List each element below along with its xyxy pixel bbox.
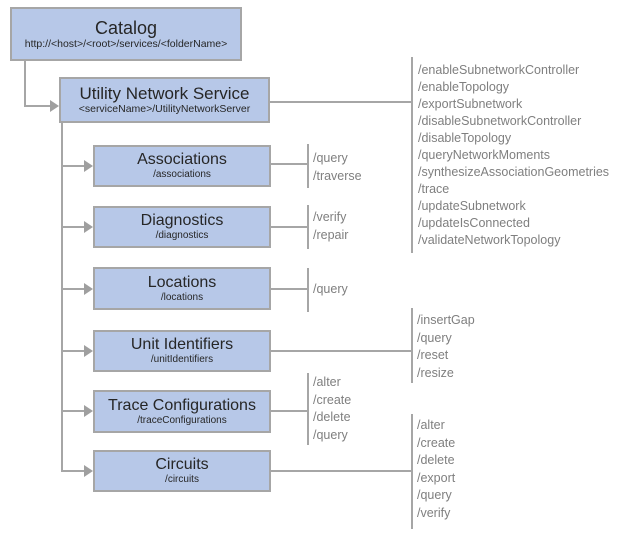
- operation-item: /query: [313, 151, 348, 165]
- circuits-path: /circuits: [165, 474, 199, 486]
- diagnostics-path: /diagnostics: [155, 230, 209, 242]
- circuits-operations-list: /alter /create /delete /export /query /v…: [417, 417, 455, 522]
- arrow-right-icon: [84, 345, 93, 357]
- trace-configurations-path: /traceConfigurations: [137, 414, 227, 426]
- operation-item: /verify: [313, 210, 347, 224]
- operation-item: /alter: [313, 375, 341, 389]
- arrow-right-icon: [84, 221, 93, 233]
- service-operations-list: /enableSubnetworkController /enableTopol…: [418, 62, 609, 249]
- operation-item: /export: [417, 470, 456, 485]
- connector-trunk: [61, 123, 63, 472]
- operation-item: /repair: [313, 227, 349, 242]
- associations-operations-list: /query /traverse: [313, 150, 362, 185]
- operation-item: /disableSubnetworkController: [418, 114, 582, 128]
- locations-path: /locations: [160, 291, 204, 303]
- divider-circuits-ops: [411, 414, 413, 529]
- divider-associations-ops: [307, 144, 309, 188]
- operation-item: /trace: [418, 182, 450, 196]
- catalog-url: http://<host>/<root>/services/<folderNam…: [24, 38, 228, 51]
- branch-associations: [61, 165, 85, 167]
- operation-item: /traverse: [313, 168, 362, 183]
- operation-item: /create: [417, 435, 456, 450]
- operation-item: /delete: [313, 410, 351, 424]
- operation-item: /updateSubnetwork: [418, 199, 526, 213]
- operation-item: /query: [313, 282, 348, 296]
- service-path: <serviceName>/UtilityNetworkServer: [78, 103, 251, 116]
- diagnostics-operations-list: /verify /repair: [313, 209, 348, 244]
- divider-trace-configurations-ops: [307, 373, 309, 445]
- branch-diagnostics: [61, 226, 85, 228]
- circuits-node: Circuits /circuits: [93, 450, 271, 492]
- catalog-title: Catalog: [94, 17, 158, 38]
- catalog-node: Catalog http://<host>/<root>/services/<f…: [10, 7, 242, 61]
- arrow-right-icon: [84, 283, 93, 295]
- unit-identifiers-title: Unit Identifiers: [130, 336, 234, 354]
- associations-title: Associations: [137, 151, 227, 169]
- operation-item: /enableTopology: [418, 80, 510, 94]
- divider-unit-identifiers-ops: [411, 308, 413, 383]
- arrow-right-icon: [50, 100, 59, 112]
- branch-unit-identifiers: [61, 350, 85, 352]
- connector-associations-ops: [271, 163, 307, 165]
- operation-item: /exportSubnetwork: [418, 97, 523, 111]
- diagnostics-title: Diagnostics: [140, 212, 224, 230]
- associations-node: Associations /associations: [93, 145, 271, 187]
- operation-item: /resize: [417, 365, 454, 380]
- connector-trace-configurations-ops: [270, 410, 307, 412]
- diagnostics-node: Diagnostics /diagnostics: [93, 206, 271, 248]
- operation-item: /query: [417, 488, 452, 502]
- arrow-right-icon: [84, 405, 93, 417]
- locations-title: Locations: [147, 273, 217, 291]
- unit-identifiers-node: Unit Identifiers /unitIdentifiers: [93, 330, 271, 372]
- arrow-right-icon: [84, 465, 93, 477]
- service-title: Utility Network Service: [79, 84, 250, 104]
- trace-configurations-node: Trace Configurations /traceConfiguration…: [93, 390, 271, 433]
- circuits-title: Circuits: [155, 456, 209, 474]
- trace-configurations-title: Trace Configurations: [108, 396, 256, 414]
- unit-identifiers-operations-list: /insertGap /query /reset /resize: [417, 312, 475, 382]
- arrow-right-icon: [84, 160, 93, 172]
- connector-circuits-ops: [271, 470, 411, 472]
- operation-item: /synthesizeAssociationGeometries: [418, 165, 610, 179]
- branch-locations: [61, 288, 85, 290]
- divider-service-ops: [411, 57, 413, 253]
- operation-item: /queryNetworkMoments: [418, 148, 550, 162]
- divider-locations-ops: [307, 268, 309, 312]
- trace-configurations-operations-list: /alter /create /delete /query: [313, 374, 351, 444]
- locations-node: Locations /locations: [93, 267, 271, 310]
- branch-trace-configurations: [61, 410, 85, 412]
- associations-path: /associations: [153, 169, 211, 181]
- utility-network-service-node: Utility Network Service <serviceName>/Ut…: [59, 77, 270, 123]
- operation-item: /updateIsConnected: [418, 216, 530, 230]
- connector-unit-identifiers-ops: [271, 350, 411, 352]
- operation-item: /validateNetworkTopology: [418, 233, 561, 247]
- divider-diagnostics-ops: [307, 205, 309, 249]
- operation-item: /reset: [417, 348, 449, 362]
- connector-locations-ops: [271, 288, 307, 290]
- connector-diagnostics-ops: [271, 226, 307, 228]
- branch-circuits: [61, 470, 85, 472]
- operation-item: /enableSubnetworkController: [418, 63, 580, 77]
- unit-identifiers-path: /unitIdentifiers: [150, 354, 214, 366]
- connector-catalog-down: [24, 61, 26, 107]
- operation-item: /alter: [417, 418, 445, 432]
- operation-item: /insertGap: [417, 313, 475, 327]
- operation-item: /query: [417, 330, 452, 345]
- connector-service-ops: [270, 101, 411, 103]
- operation-item: /query: [313, 427, 348, 442]
- operation-item: /delete: [417, 453, 455, 467]
- operation-item: /disableTopology: [418, 131, 512, 145]
- operation-item: /verify: [417, 505, 451, 520]
- connector-catalog-across: [24, 105, 51, 107]
- operation-item: /create: [313, 392, 352, 407]
- locations-operations-list: /query: [313, 281, 348, 299]
